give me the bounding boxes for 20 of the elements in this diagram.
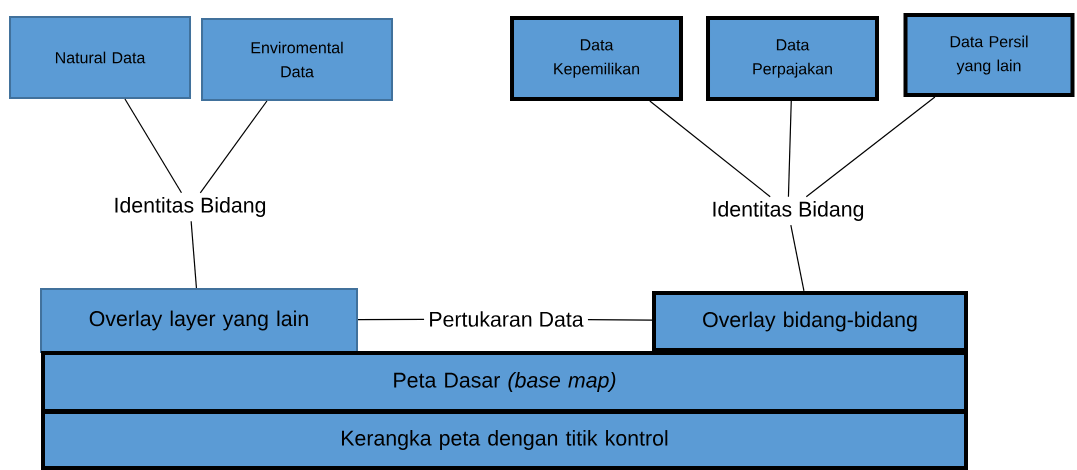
layer-box: Enviromental Data	[201, 18, 393, 101]
layer-box: Natural Data	[9, 16, 191, 99]
layer-box: Data Persil yang lain	[903, 13, 1075, 97]
label-text: Identitas Bidang	[713, 201, 864, 221]
layer-box: Overlay bidang-bidang	[652, 291, 968, 352]
connector-line	[357, 318, 425, 321]
connector-line	[190, 220, 198, 289]
layer-box: Data Perpajakan	[706, 16, 879, 101]
connector-line	[587, 319, 653, 321]
label-text: Identitas Bidang	[115, 197, 266, 217]
connector-line	[124, 98, 183, 194]
connector-line	[790, 224, 805, 292]
connector-line	[805, 96, 936, 198]
layer-box: Kerangka peta dengan titik kontrol	[41, 410, 968, 470]
connector-line	[649, 100, 771, 198]
layer-box: Data Kepemilikan	[510, 16, 683, 101]
label-text: Pertukaran Data	[430, 311, 584, 327]
layer-box: Overlay layer yang lain	[40, 288, 358, 353]
connector-line	[787, 100, 792, 198]
connector-line	[199, 100, 268, 194]
